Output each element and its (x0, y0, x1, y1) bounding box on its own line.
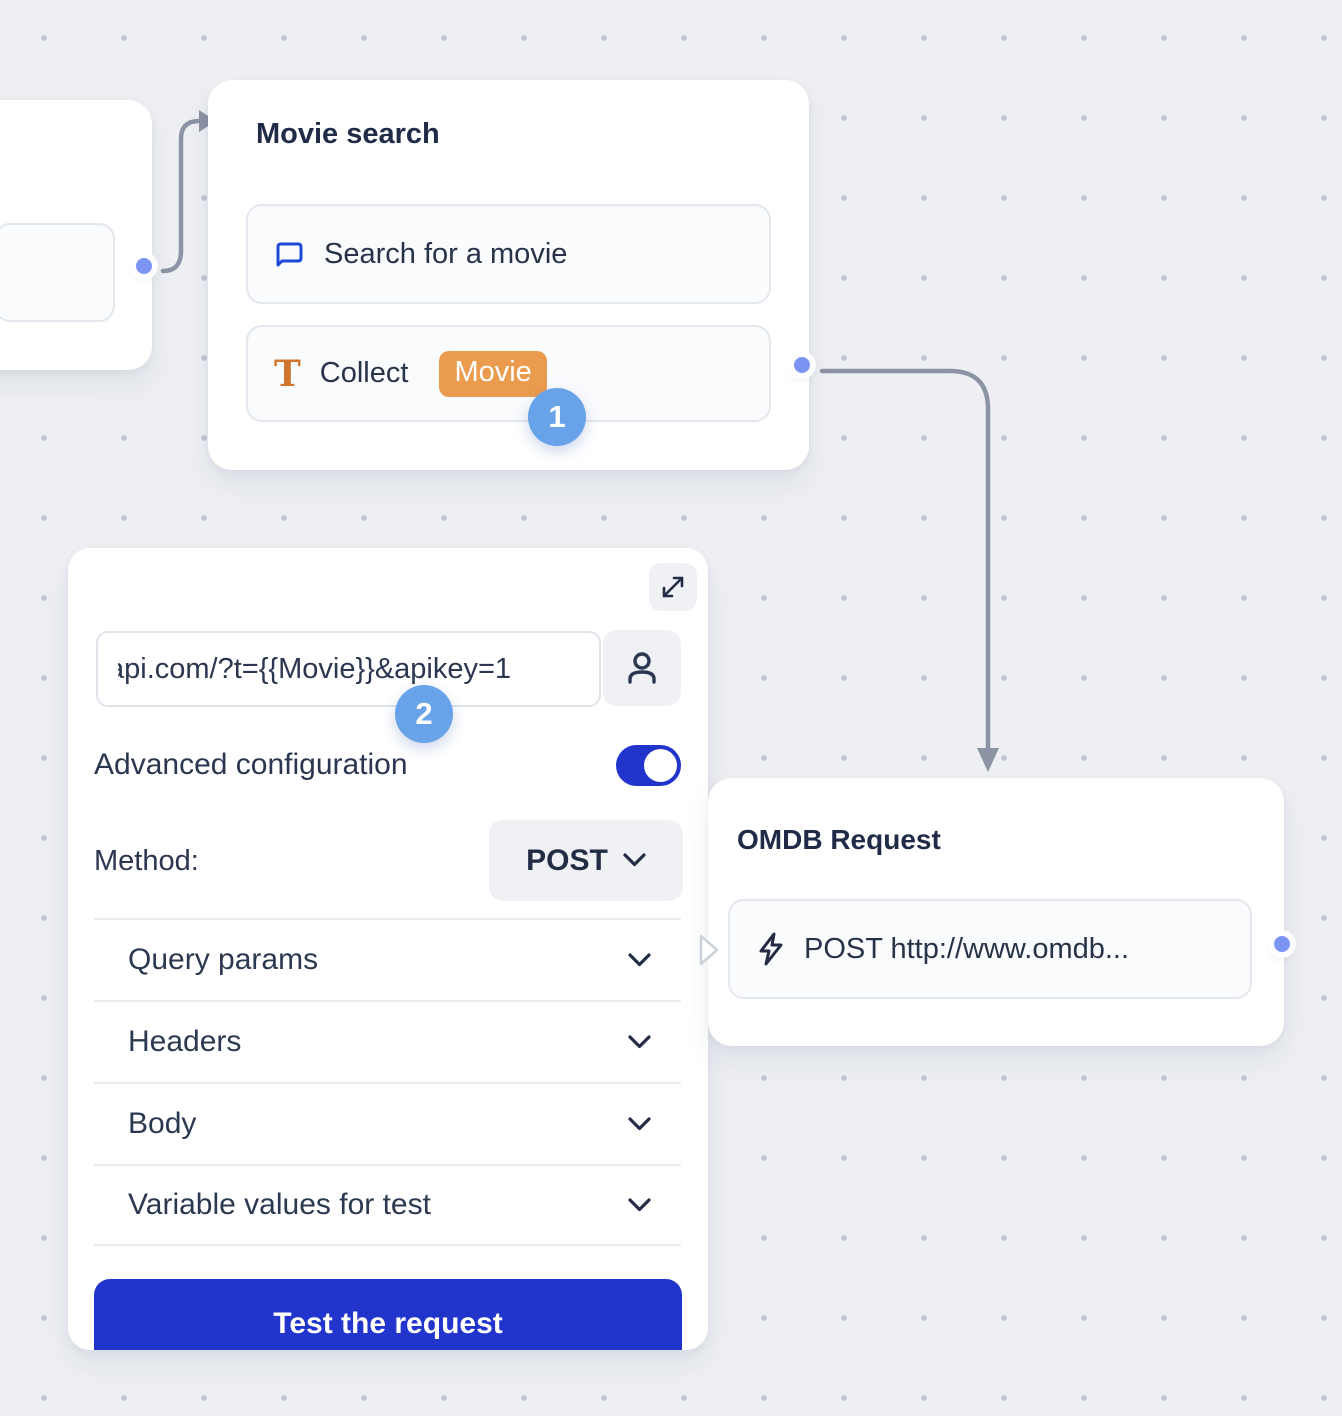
chevron-down-icon (628, 953, 651, 968)
webhook-config-panel[interactable]: api.com/?t={{Movie}}&apikey=1 Advanced c… (68, 548, 708, 1350)
expand-icon (660, 574, 686, 600)
url-value: api.com/?t={{Movie}}&apikey=1 (118, 653, 511, 686)
input-connector-chevron (699, 934, 721, 971)
node-title: OMDB Request (737, 824, 941, 856)
url-input[interactable]: api.com/?t={{Movie}}&apikey=1 (96, 631, 601, 707)
lightning-bolt-icon (756, 932, 786, 966)
method-select[interactable]: POST (489, 820, 683, 901)
output-port-left-node[interactable] (136, 258, 152, 274)
insert-variable-button[interactable] (603, 630, 681, 706)
output-port-omdb-node[interactable] (1274, 936, 1290, 952)
arrowhead-down (977, 748, 999, 772)
toggle-knob (644, 749, 677, 782)
person-icon (622, 648, 662, 688)
step-badge-1: 1 (528, 388, 586, 446)
send-message-item[interactable]: Search for a movie (246, 204, 771, 304)
chevron-down-icon (628, 1117, 651, 1132)
advanced-configuration-toggle[interactable] (616, 745, 681, 786)
step-badge-2: 2 (395, 685, 453, 743)
chevron-down-icon (628, 1035, 651, 1050)
test-request-button[interactable]: Test the request (94, 1279, 682, 1350)
edge-left-to-movie (163, 121, 201, 271)
method-label: Method: (94, 845, 199, 878)
section-body[interactable]: Body (94, 1082, 681, 1164)
section-query-params[interactable]: Query params (94, 918, 681, 1000)
item-label: POST http://www.omdb... (804, 933, 1129, 966)
method-value: POST (526, 844, 608, 878)
expand-button[interactable] (649, 563, 697, 611)
item-label: Search for a movie (324, 238, 567, 271)
output-port-movie-node[interactable] (794, 357, 810, 373)
variable-chip[interactable]: Movie (439, 351, 546, 397)
omdb-request-node[interactable]: OMDB Request POST http://www.omdb... (708, 778, 1284, 1046)
partial-node-item[interactable] (0, 223, 115, 322)
section-headers[interactable]: Headers (94, 1000, 681, 1082)
edge-movie-to-omdb (822, 371, 988, 748)
advanced-configuration-label: Advanced configuration (94, 748, 408, 782)
webhook-item[interactable]: POST http://www.omdb... (728, 899, 1252, 999)
chevron-down-icon (623, 853, 646, 868)
config-sections: Query params Headers Body Variable value… (94, 918, 681, 1246)
chevron-down-icon (628, 1198, 651, 1213)
node-title: Movie search (256, 118, 440, 151)
section-variable-values[interactable]: Variable values for test (94, 1164, 681, 1246)
chat-bubble-icon (274, 239, 305, 270)
item-label: Collect (320, 357, 409, 390)
collect-input-item[interactable]: T Collect Movie (246, 325, 771, 422)
partial-node[interactable] (0, 100, 152, 370)
movie-search-node[interactable]: Movie search Search for a movie T Collec… (208, 80, 809, 470)
text-input-icon: T (274, 356, 301, 392)
